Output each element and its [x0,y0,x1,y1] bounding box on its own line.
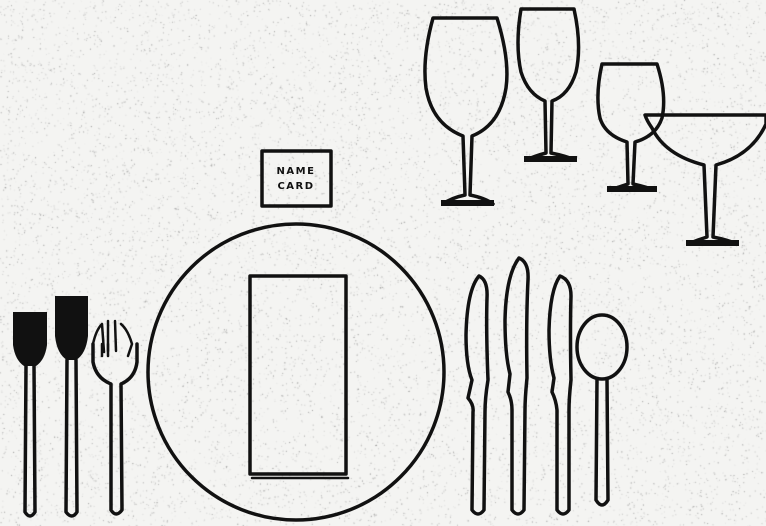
salad-fork [55,296,88,518]
folded-napkin [248,274,350,480]
dinner-plate [146,222,446,522]
champagne-coupe [643,113,766,246]
soup-spoon [575,313,629,507]
name-card-line2: CARD [277,181,314,192]
name-card-line1: NAME [277,166,316,177]
name-card: NAME CARD [260,149,333,208]
dinner-fork [13,312,47,518]
red-wine-glass [516,7,581,162]
white-wine-glass [596,62,666,192]
fish-fork [91,319,139,516]
fish-knife [503,256,530,516]
dinner-knife [464,274,490,516]
water-goblet [423,16,509,206]
butter-knife [547,274,573,516]
